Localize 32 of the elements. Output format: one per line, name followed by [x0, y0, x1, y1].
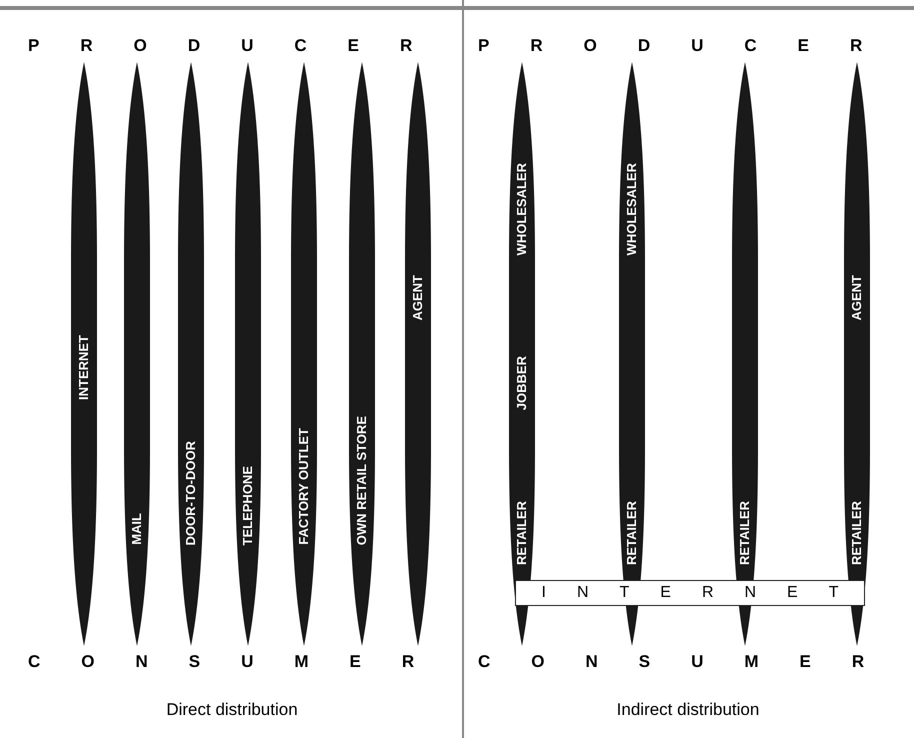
- channel-bar: [123, 62, 151, 646]
- channel-label: WHOLESALER: [624, 162, 640, 255]
- channel-band: [515, 580, 865, 606]
- channel-bar: [234, 62, 262, 646]
- stage-label: PRODUCER: [478, 36, 904, 56]
- caption: Indirect distribution: [616, 700, 760, 720]
- stage-label: PRODUCER: [28, 36, 454, 56]
- channel-bar: [404, 62, 432, 646]
- channel-label: RETAILER: [849, 500, 865, 565]
- channel-label: MAIL: [129, 513, 145, 545]
- channel-bar: [508, 62, 536, 646]
- channel-label: OWN RETAIL STORE: [354, 416, 370, 545]
- caption: Direct distribution: [166, 700, 298, 720]
- channel-bar: [843, 62, 871, 646]
- channel-label: AGENT: [410, 274, 426, 320]
- channel-label: DOOR-TO-DOOR: [183, 440, 199, 545]
- channel-label: RETAILER: [737, 500, 753, 565]
- channel-bar: [70, 62, 98, 646]
- band-label: INTERNET: [542, 584, 870, 602]
- channel-label: WHOLESALER: [514, 162, 530, 255]
- stage-label: CONSUMER: [478, 652, 906, 672]
- channel-label: AGENT: [849, 274, 865, 320]
- channel-label: TELEPHONE: [240, 466, 256, 545]
- channel-bar: [348, 62, 376, 646]
- channel-bar: [290, 62, 318, 646]
- channel-label: JOBBER: [514, 356, 530, 410]
- channel-label: INTERNET: [76, 335, 92, 400]
- channel-bar: [177, 62, 205, 646]
- channel-label: RETAILER: [514, 500, 530, 565]
- channel-label: RETAILER: [624, 500, 640, 565]
- stage-label: CONSUMER: [28, 652, 456, 672]
- channel-label: FACTORY OUTLET: [296, 428, 312, 545]
